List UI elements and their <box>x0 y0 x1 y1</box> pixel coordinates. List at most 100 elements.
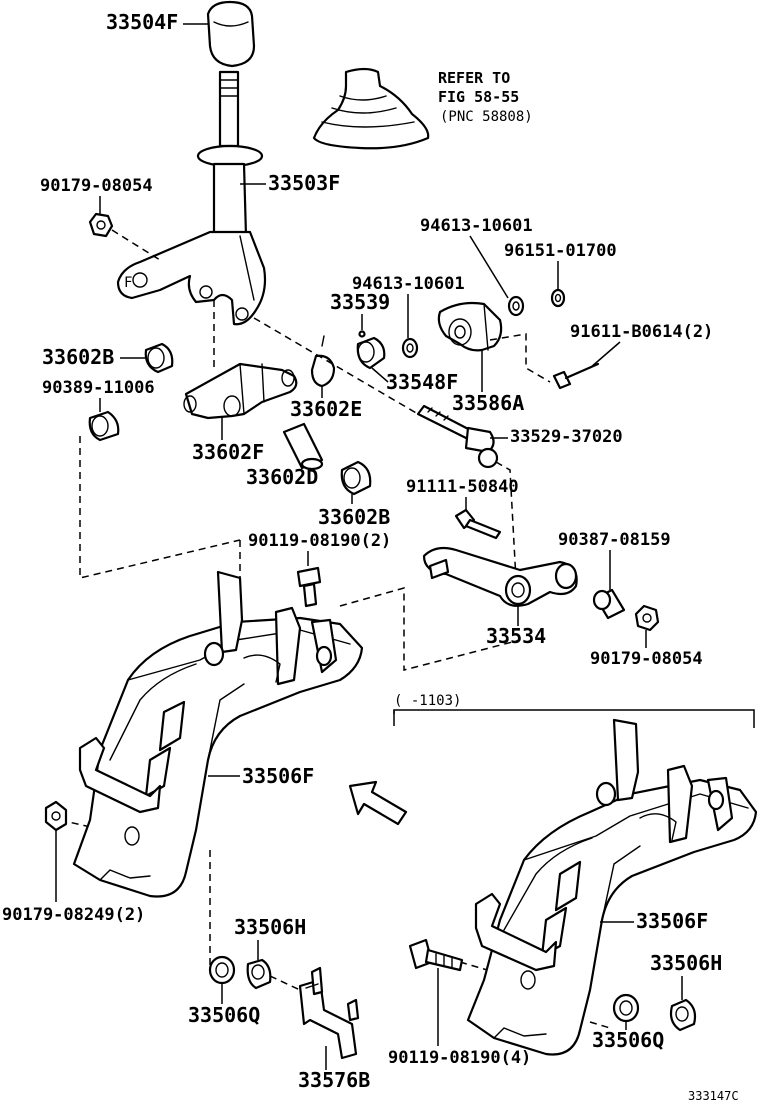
label-33506H-right: 33506H <box>650 951 722 1000</box>
svg-text:33506Q: 33506Q <box>188 1003 260 1027</box>
svg-text:96151-01700: 96151-01700 <box>504 241 617 261</box>
svg-text:REFER TO: REFER TO <box>438 69 510 87</box>
svg-text:33506H: 33506H <box>234 915 306 939</box>
clip-33602E[interactable] <box>310 335 336 388</box>
collar-90387-08159[interactable] <box>592 588 626 620</box>
label-90387-08159: 90387-08159 <box>558 530 671 590</box>
svg-text:90119-08190(4): 90119-08190(4) <box>388 1048 531 1068</box>
shift-boot[interactable] <box>312 67 430 150</box>
svg-text:90389-11006: 90389-11006 <box>42 378 155 398</box>
label-96151-01700: 96151-01700 <box>504 241 617 290</box>
label-90119-08190-2: 90119-08190(2) <box>248 531 391 566</box>
pin-33539[interactable] <box>358 330 366 338</box>
bracket-33576B[interactable] <box>298 966 360 1060</box>
svg-text:91111-50840: 91111-50840 <box>406 477 519 497</box>
svg-text:33534: 33534 <box>486 624 546 648</box>
svg-text:( -1103): ( -1103) <box>394 693 461 709</box>
label-33506Q-left: 33506Q <box>188 983 260 1027</box>
svg-text:33506F: 33506F <box>242 764 314 788</box>
svg-text:33529-37020: 33529-37020 <box>510 427 623 447</box>
nut-90179-08249[interactable] <box>44 800 68 832</box>
label-33586A: 33586A <box>452 350 524 415</box>
svg-text:90179-08054: 90179-08054 <box>590 649 703 669</box>
label-91611-B0614: 91611-B0614(2) <box>570 322 713 369</box>
svg-text:(PNC 58808): (PNC 58808) <box>440 109 533 125</box>
bushing-33602B-lower[interactable] <box>340 460 372 496</box>
bolt-90119-08190-2[interactable] <box>296 566 322 608</box>
retainer-33602F[interactable] <box>183 362 298 420</box>
grommet-33506Q-left[interactable] <box>208 955 236 985</box>
label-90119-08190-4: 90119-08190(4) <box>388 968 531 1068</box>
label-94613-10601-a: 94613-10601 <box>420 216 533 299</box>
label-33576B: 33576B <box>298 1046 370 1092</box>
grommet-33506Q-right[interactable] <box>612 993 640 1023</box>
nut-90179-08054-top[interactable] <box>88 212 114 238</box>
label-33539: 33539 <box>330 290 390 330</box>
svg-text:33503F: 33503F <box>268 171 340 195</box>
svg-text:90387-08159: 90387-08159 <box>558 530 671 550</box>
bushing-90389-11006[interactable] <box>88 410 120 442</box>
svg-text:94613-10601: 94613-10601 <box>420 216 533 236</box>
svg-text:90119-08190(2): 90119-08190(2) <box>248 531 391 551</box>
svg-text:33602E: 33602E <box>290 397 362 421</box>
washer-94613-10601-a[interactable] <box>507 295 525 317</box>
svg-text:33539: 33539 <box>330 290 390 314</box>
label-33506H-left: 33506H <box>234 915 306 960</box>
label-33602D: 33602D <box>246 465 318 489</box>
shaft-33529-37020[interactable] <box>416 404 499 469</box>
label-33548F: 33548F <box>371 367 458 394</box>
svg-text:91611-B0614(2): 91611-B0614(2) <box>570 322 713 342</box>
housing-33506F-right[interactable] <box>466 718 758 1056</box>
label-33602B-lower: 33602B <box>318 494 390 529</box>
svg-text:FIG 58-55: FIG 58-55 <box>438 88 519 106</box>
svg-text:33602B: 33602B <box>318 505 390 529</box>
svg-text:33504F: 33504F <box>106 10 178 34</box>
nut-90179-08054-right[interactable] <box>634 604 660 632</box>
label-94613-10601-b: 94613-10601 <box>352 274 465 338</box>
bracket-33586A[interactable] <box>437 301 503 352</box>
bushing-33548F[interactable] <box>356 336 386 370</box>
svg-text:33602B: 33602B <box>42 345 114 369</box>
pin-33602D[interactable] <box>282 422 324 471</box>
direction-arrow <box>348 780 408 826</box>
link-33534[interactable] <box>422 546 578 607</box>
bolt-90119-08190-4[interactable] <box>408 938 464 972</box>
svg-text:94613-10601: 94613-10601 <box>352 274 465 294</box>
shift-lever[interactable] <box>116 70 267 326</box>
label-90179-08249: 90179-08249(2) <box>2 830 145 925</box>
svg-text:33506Q: 33506Q <box>592 1028 664 1052</box>
label-33506F-right: 33506F <box>600 909 708 933</box>
bushing-33602B-left[interactable] <box>144 342 174 374</box>
svg-text:33548F: 33548F <box>386 370 458 394</box>
label-33602B-left: 33602B <box>42 345 146 369</box>
label-33529-37020: 33529-37020 <box>490 427 623 447</box>
housing-33506F-left[interactable] <box>72 570 364 898</box>
refer-note: REFER TO FIG 58-55 (PNC 58808) <box>438 69 533 125</box>
svg-text:90179-08054: 90179-08054 <box>40 176 153 196</box>
label-90179-08054-right: 90179-08054 <box>590 630 703 669</box>
diagram-id: 333147C <box>688 1089 739 1103</box>
label-90389-11006: 90389-11006 <box>42 378 155 412</box>
svg-text:33586A: 33586A <box>452 391 524 415</box>
svg-text:33602F: 33602F <box>192 440 264 464</box>
label-90179-08054-top: 90179-08054 <box>40 176 153 214</box>
label-33506F-left: 33506F <box>208 764 314 788</box>
washer-94613-10601-b[interactable] <box>401 337 419 359</box>
grommet-33506H-left[interactable] <box>246 958 272 990</box>
label-33506Q-right: 33506Q <box>592 1021 664 1052</box>
grommet-33506H-right[interactable] <box>669 998 697 1032</box>
svg-text:33602D: 33602D <box>246 465 318 489</box>
svg-text:33506F: 33506F <box>636 909 708 933</box>
label-33504F: 33504F <box>106 10 208 34</box>
label-33602F: 33602F <box>192 416 264 464</box>
label-33602E: 33602E <box>290 386 362 421</box>
hole-mark-F: F <box>124 275 132 291</box>
ring-96151-01700[interactable] <box>550 288 566 308</box>
range-bracket: ( -1103) <box>393 693 755 728</box>
bolt-91111-50840[interactable] <box>454 508 502 540</box>
svg-text:33506H: 33506H <box>650 951 722 975</box>
label-33503F: 33503F <box>240 171 340 195</box>
shift-knob[interactable] <box>206 0 256 68</box>
